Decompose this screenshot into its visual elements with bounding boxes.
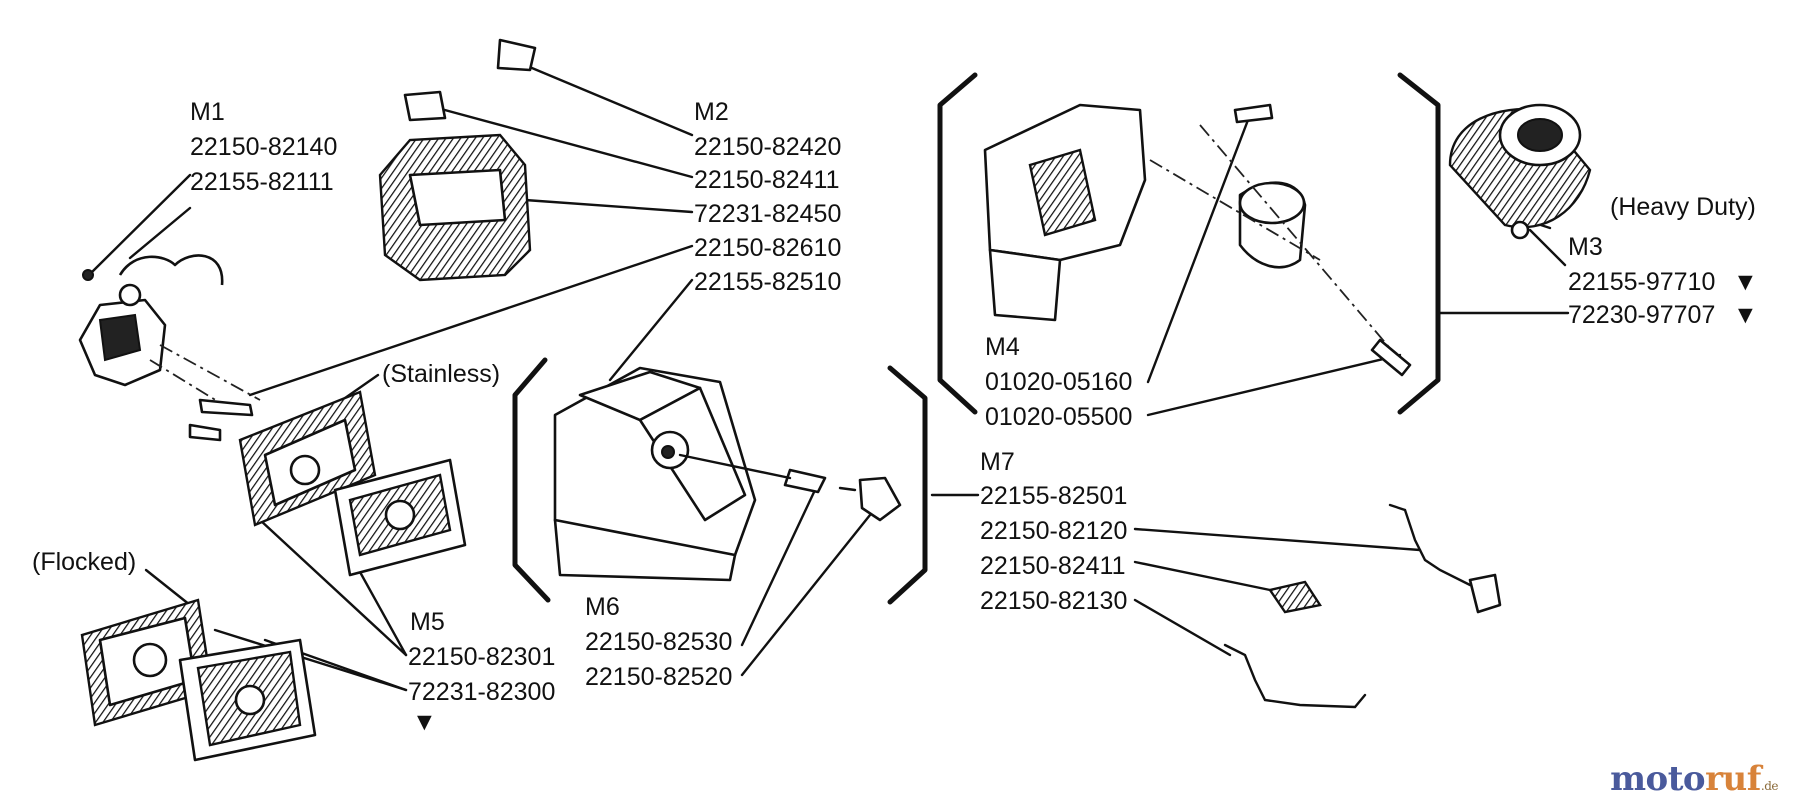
filter-stainless-part xyxy=(238,390,377,527)
m7-part-1: 22155-82501 xyxy=(980,482,1127,510)
group-m5: M5 22150-82301 72231-82300 ▼ xyxy=(408,608,555,736)
m2-part-4: 22150-82610 xyxy=(694,234,841,262)
air-filter-cover-m6-part xyxy=(553,366,902,582)
filter-element-m5-part xyxy=(333,458,467,577)
watermark-logo: motoruf.de xyxy=(1610,759,1778,799)
m6-part-1: 22150-82530 xyxy=(585,628,732,656)
m3-note: (Heavy Duty) xyxy=(1610,193,1756,221)
brackets xyxy=(512,72,1441,605)
group-m2: M2 22150-82420 22150-82411 72231-82450 2… xyxy=(694,98,841,296)
m3-label: M3 xyxy=(1568,233,1603,261)
flocked-note: (Flocked) xyxy=(32,548,136,576)
m6-label: M6 xyxy=(585,593,620,621)
m2-part-1: 22150-82420 xyxy=(694,133,841,161)
group-m7: M7 22155-82501 22150-82120 22150-82411 2… xyxy=(980,448,1127,615)
m2-label: M2 xyxy=(694,98,729,126)
m5-part-2: 72231-82300 xyxy=(408,678,555,706)
m3-part-2: 72230-97707 xyxy=(1568,301,1715,329)
m2-part-5: 22155-82510 xyxy=(694,268,841,296)
m5-label: M5 xyxy=(410,608,445,636)
m7-part-3: 22150-82411 xyxy=(980,552,1126,580)
choke-rod-part xyxy=(1223,643,1367,709)
m2-part-2: 22150-82411 xyxy=(694,166,840,194)
m7-label: M7 xyxy=(980,448,1015,476)
leader-lines xyxy=(90,61,1570,692)
group-m3: (Heavy Duty) M3 22155-97710 ▼ 72230-9770… xyxy=(1568,193,1758,329)
heavy-duty-air-filter-m3-part xyxy=(1448,103,1592,240)
m1-label: M1 xyxy=(190,98,225,126)
m4-part-1: 01020-05160 xyxy=(985,368,1132,396)
group-m4: M4 01020-05160 01020-05500 xyxy=(985,333,1132,431)
m5-marker: ▼ xyxy=(412,708,437,736)
m1-part-2: 22155-82111 xyxy=(190,168,334,196)
m1-part-1: 22150-82140 xyxy=(190,133,337,161)
filter-cover-m2-part xyxy=(378,38,537,282)
m4-part-2: 01020-05500 xyxy=(985,403,1132,431)
m7-part-4: 22150-82130 xyxy=(980,587,1127,615)
throttle-rod-part xyxy=(1388,503,1502,614)
watermark-part-2: ruf xyxy=(1705,759,1761,799)
m2-part-3: 72231-82450 xyxy=(694,200,841,228)
m6-part-2: 22150-82520 xyxy=(585,663,732,691)
stainless-note: (Stainless) xyxy=(382,360,500,388)
m4-label: M4 xyxy=(985,333,1020,361)
engine-assembly-m4-part xyxy=(983,103,1412,377)
group-m1: M1 22150-82140 22155-82111 xyxy=(190,98,337,196)
gasket-part xyxy=(1268,580,1322,614)
m3-part-1: 22155-97710 xyxy=(1568,268,1715,296)
filter-flocked-part xyxy=(80,598,317,762)
m3-marker-1: ▼ xyxy=(1733,268,1758,296)
watermark-part-3: .de xyxy=(1760,779,1779,793)
watermark-part-1: moto xyxy=(1610,759,1706,799)
carburetor-part xyxy=(78,254,261,442)
m3-marker-2: ▼ xyxy=(1733,301,1758,329)
m5-part-1: 22150-82301 xyxy=(408,643,555,671)
m7-part-2: 22150-82120 xyxy=(980,517,1127,545)
group-m6: M6 22150-82530 22150-82520 xyxy=(585,593,732,691)
